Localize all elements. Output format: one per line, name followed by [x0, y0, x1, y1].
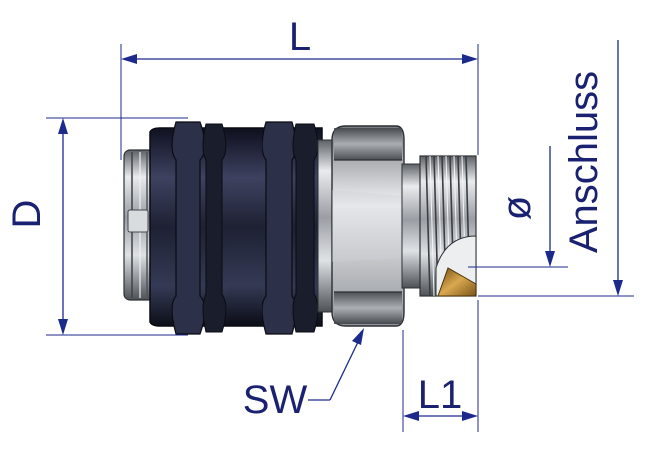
nose-ring: [123, 149, 155, 301]
thread-length-dimension: L1: [402, 300, 479, 432]
bore-label: ø: [495, 196, 539, 220]
coupling-part: [123, 121, 477, 335]
diameter-dimension: D: [5, 117, 188, 336]
brass-insert: [437, 267, 477, 297]
threaded-spigot: [419, 155, 477, 297]
connection-label: Anschluss: [562, 71, 606, 253]
bore-dimension: ø: [468, 146, 568, 268]
hex-body: [331, 125, 405, 327]
locking-sleeve: [149, 121, 323, 335]
length-dimension: L: [120, 15, 479, 160]
diameter-label: D: [5, 200, 49, 229]
connection-dimension: Anschluss: [478, 40, 634, 297]
wrench-size-leader: SW: [243, 328, 364, 422]
wrench-size-label: SW: [243, 378, 308, 422]
length-label: L: [289, 15, 311, 59]
thread-length-label: L1: [418, 373, 463, 417]
